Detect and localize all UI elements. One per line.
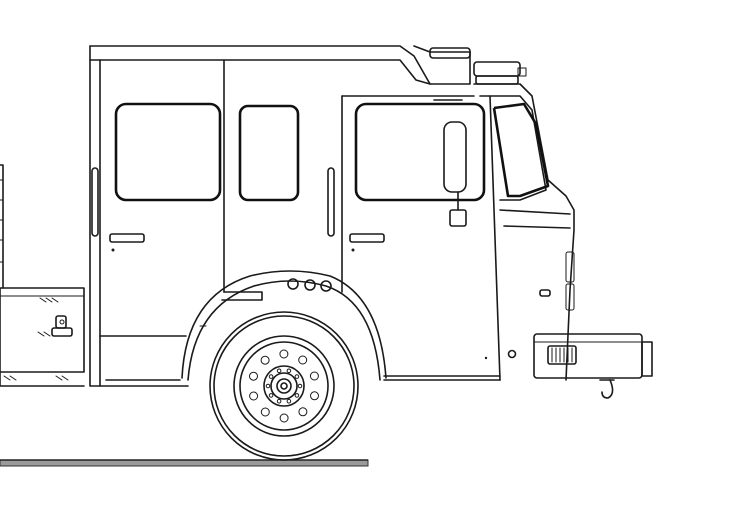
rim-hole <box>298 355 308 365</box>
windshield-pillar <box>473 83 575 381</box>
front-door-window <box>354 102 486 202</box>
lug-nut <box>294 374 300 379</box>
front-door-handle <box>349 233 385 252</box>
lug-nut <box>297 383 303 389</box>
wheel-rim-holes <box>249 349 319 423</box>
tow-hook-icon <box>599 379 615 399</box>
rim-hole <box>260 355 270 365</box>
bumper-light-icon <box>547 345 577 365</box>
rear-compartment <box>0 164 85 387</box>
lug-nut <box>286 398 292 404</box>
lug-nut <box>276 368 282 374</box>
wheel-lug-nuts <box>265 368 303 404</box>
roof-light-bar <box>473 61 527 85</box>
diamond-plate-texture <box>3 297 69 381</box>
rear-door-handle <box>109 233 145 252</box>
cab-body <box>89 59 501 387</box>
rim-hole <box>249 391 259 401</box>
rim-hole <box>249 371 258 381</box>
front-wheel <box>209 311 359 461</box>
rim-hole <box>279 413 289 423</box>
front-bumper <box>484 333 653 399</box>
middle-crew-window <box>238 104 300 202</box>
rim-hole <box>298 407 308 417</box>
ground-strip <box>0 459 369 467</box>
side-mirror-icon <box>433 99 467 227</box>
rim-hole <box>260 407 270 417</box>
lug-nut <box>265 383 271 389</box>
rim-hole <box>310 391 319 401</box>
wheel-arch <box>181 270 387 381</box>
rim-hole <box>309 371 319 381</box>
rear-crew-window <box>114 102 222 202</box>
lug-nut <box>276 398 282 404</box>
grab-handle-right <box>327 167 335 237</box>
lug-nut <box>294 393 300 398</box>
lug-nut <box>286 368 292 374</box>
grab-handle-left <box>91 167 99 237</box>
lug-nut <box>268 393 274 398</box>
compartment-latch-icon <box>51 315 73 337</box>
cab-roof <box>89 45 527 85</box>
rim-hole <box>279 349 289 359</box>
lug-nut <box>268 374 274 379</box>
